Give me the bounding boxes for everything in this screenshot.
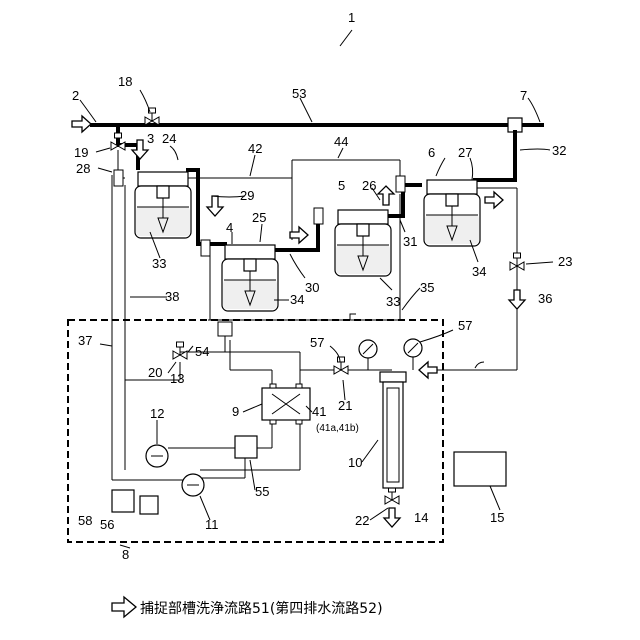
label-27: 27 [458, 145, 472, 160]
pump-12-icon [146, 445, 168, 467]
label-33a: 33 [152, 256, 166, 271]
arrow-down-14-icon [384, 508, 400, 527]
label-3: 3 [147, 131, 154, 146]
label-5: 5 [338, 178, 345, 193]
capture-tank-5 [335, 210, 391, 276]
label-44: 44 [334, 134, 348, 149]
valve-20-icon [173, 342, 187, 359]
capture-tank-6 [424, 180, 480, 246]
label-10: 10 [348, 455, 362, 470]
label-24: 24 [162, 131, 176, 146]
arrow-down-36-icon [509, 290, 525, 309]
label-33c: 33 [386, 294, 400, 309]
label-18: 18 [118, 74, 132, 89]
pressure-gauge-right-icon [404, 339, 422, 357]
valve-21-icon [334, 357, 348, 374]
valve-18-icon [145, 108, 159, 125]
label-31: 31 [403, 234, 417, 249]
valve-22-icon [385, 487, 399, 504]
label-56: 56 [100, 517, 114, 532]
legend-text: 捕捉部槽洗浄流路51(第四排水流路52) [140, 600, 383, 617]
pressure-gauge-left-icon [359, 340, 377, 358]
label-38: 38 [165, 289, 179, 304]
label-34a: 34 [472, 264, 486, 279]
filter-10 [380, 372, 406, 488]
label-20: 20 [148, 365, 162, 380]
label-9: 9 [232, 404, 239, 419]
label-4: 4 [226, 220, 233, 235]
arrow-down-29-icon [207, 196, 223, 216]
arrow-down-24-icon [132, 140, 148, 159]
label-54: 54 [195, 344, 209, 359]
label-30: 30 [305, 280, 319, 295]
label-57a: 57 [310, 335, 324, 350]
label-25: 25 [252, 210, 266, 225]
arrow-left-filter-icon [419, 362, 437, 378]
label-29: 29 [240, 188, 254, 203]
label-inlet: 2 [72, 88, 79, 103]
capture-tank-3 [135, 172, 191, 238]
label-19: 19 [74, 145, 88, 160]
label-21: 21 [338, 398, 352, 413]
label-12: 12 [150, 406, 164, 421]
pump-11-icon [182, 474, 204, 496]
label-15: 15 [490, 510, 504, 525]
label-8: 8 [122, 547, 129, 562]
label-32: 32 [552, 143, 566, 158]
arrow-up-26-icon [378, 186, 394, 205]
legend: 捕捉部槽洗浄流路51(第四排水流路52) [112, 597, 383, 617]
label-55: 55 [255, 484, 269, 499]
label-41: 41 [312, 404, 326, 419]
label-22: 22 [355, 513, 369, 528]
main-pipe [92, 118, 542, 180]
label-26: 26 [362, 178, 376, 193]
controller-15 [454, 452, 506, 486]
label-28: 28 [76, 161, 90, 176]
label-14: 14 [414, 510, 428, 525]
label-37: 37 [78, 333, 92, 348]
label-system: 1 [348, 10, 355, 25]
label-outlet: 7 [520, 88, 527, 103]
label-35: 35 [420, 280, 434, 295]
arrow-right-inlet-icon [72, 116, 91, 132]
label-11: 11 [205, 517, 219, 532]
label-42: 42 [248, 141, 262, 156]
component-56 [140, 496, 158, 514]
label-53: 53 [292, 86, 306, 101]
label-41ab: (41a,41b) [316, 423, 359, 434]
component-58 [112, 490, 134, 512]
label-6: 6 [428, 145, 435, 160]
label-23: 23 [558, 254, 572, 269]
label-36: 36 [538, 291, 552, 306]
switch-valve-9 [262, 384, 310, 424]
capture-tank-4 [222, 245, 278, 311]
label-57b: 57 [458, 318, 472, 333]
sensor-55 [235, 436, 257, 458]
arrow-right-25-icon [290, 227, 308, 243]
label-34b: 34 [290, 292, 304, 307]
arrow-right-tank6-icon [485, 192, 503, 208]
label-13: 13 [170, 371, 184, 386]
legend-arrow-icon [112, 597, 136, 617]
valve-19-icon [111, 133, 125, 150]
label-58: 58 [78, 513, 92, 528]
